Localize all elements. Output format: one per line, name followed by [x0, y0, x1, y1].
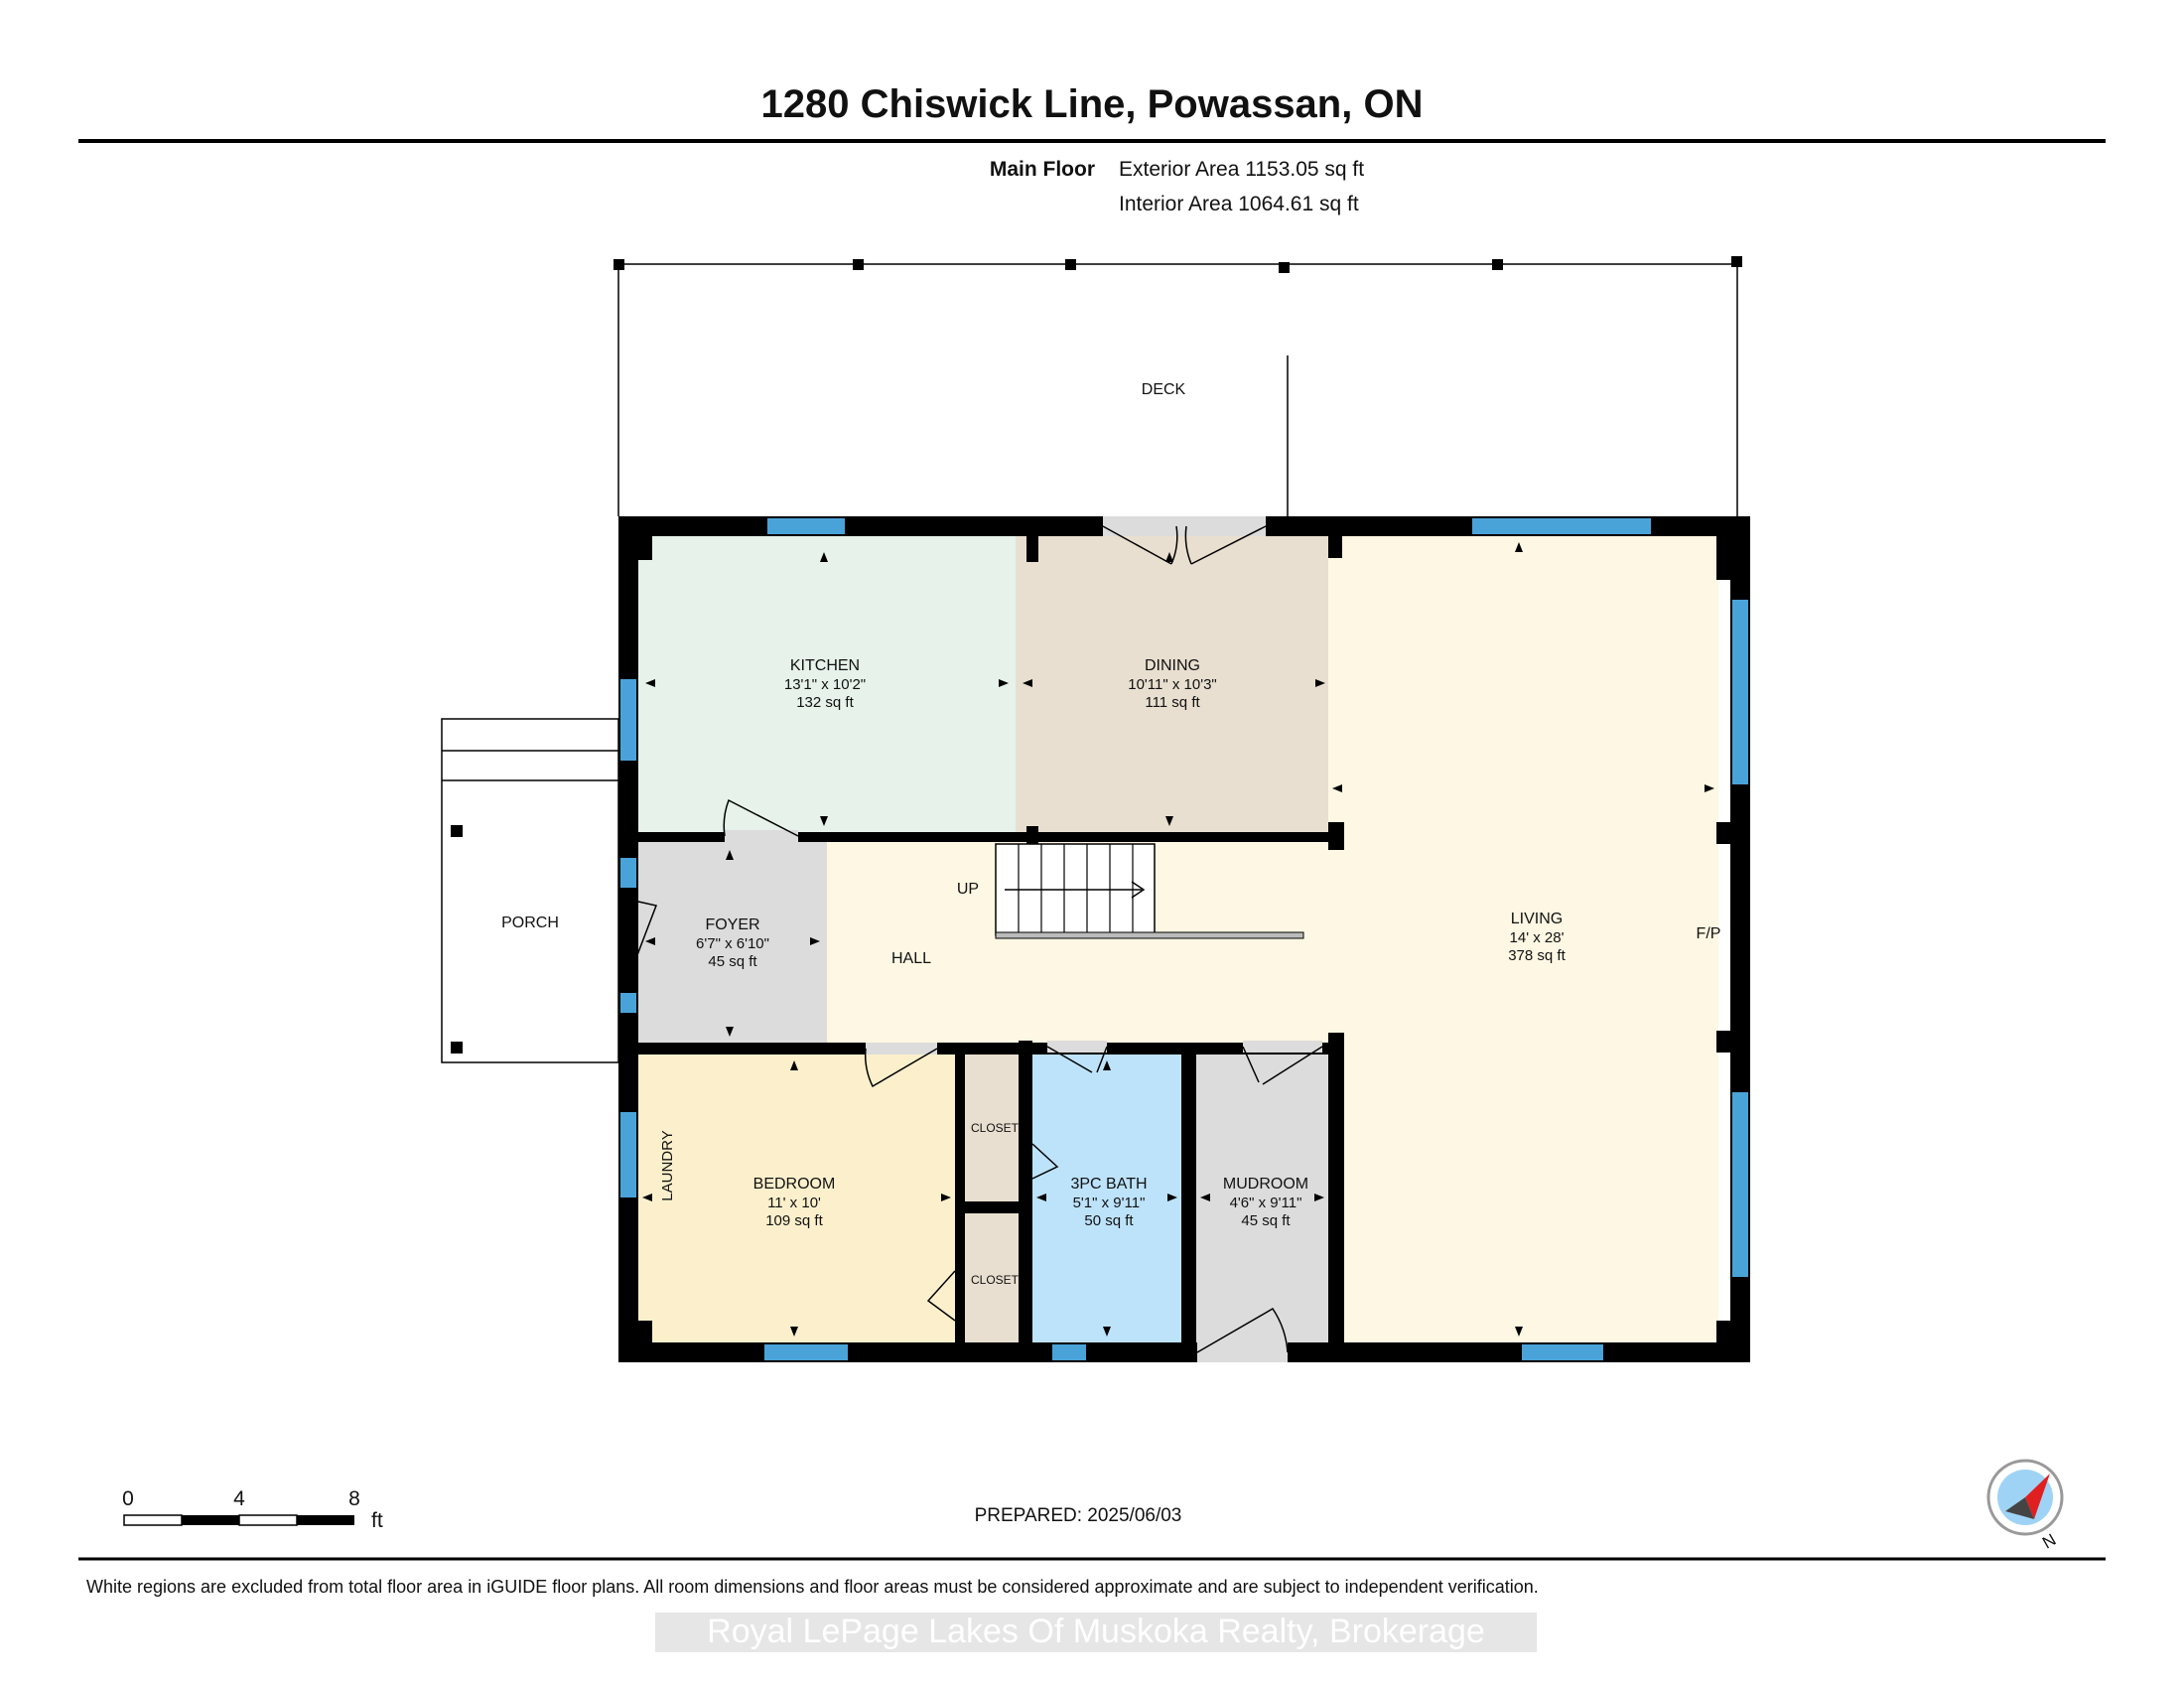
scale-tick-4: 4: [233, 1487, 245, 1510]
living-name: LIVING: [1511, 911, 1563, 927]
room-bath: 3PC BATH 5'1" x 9'11" 50 sq ft: [1070, 1176, 1147, 1229]
bedroom-name: BEDROOM: [753, 1176, 836, 1193]
closet-lower-fill: [965, 1213, 1019, 1342]
scale-tick-0: 0: [122, 1487, 134, 1510]
footer-disclaimer: White regions are excluded from total fl…: [86, 1577, 1539, 1597]
bedroom-dims: 11' x 10': [767, 1195, 821, 1211]
stairs: UP: [957, 843, 1304, 939]
scale-unit: ft: [371, 1509, 383, 1532]
room-kitchen: KITCHEN 13'1" x 10'2" 132 sq ft: [784, 657, 866, 711]
brokerage-watermark: Royal LePage Lakes Of Muskoka Realty, Br…: [707, 1613, 1485, 1650]
measurement-arrows: [642, 542, 1714, 1336]
foyer-dims: 6'7" x 6'10": [696, 935, 769, 952]
mudroom-fill: [1196, 1055, 1328, 1342]
fireplace-label: F/P: [1697, 925, 1721, 942]
stairs-label: UP: [957, 881, 979, 898]
mudroom-area: 45 sq ft: [1241, 1212, 1291, 1229]
kitchen-fill: [638, 536, 1016, 834]
kitchen-area: 132 sq ft: [796, 694, 854, 711]
foyer-name: FOYER: [705, 916, 759, 933]
deck: DECK: [614, 256, 1742, 516]
bedroom-fill: [636, 1055, 957, 1342]
closet-lower-label: CLOSET: [971, 1273, 1020, 1287]
room-mudroom: MUDROOM 4'6" x 9'11" 45 sq ft: [1223, 1176, 1308, 1229]
bath-fill: [1032, 1055, 1181, 1342]
porch: PORCH: [441, 718, 619, 1063]
mudroom-name: MUDROOM: [1223, 1176, 1308, 1193]
foyer-area: 45 sq ft: [708, 953, 757, 970]
dining-area: 111 sq ft: [1145, 694, 1200, 711]
closet-upper-label: CLOSET: [971, 1121, 1020, 1135]
hall-label: HALL: [891, 950, 931, 967]
room-dining: DINING 10'11" x 10'3" 111 sq ft: [1128, 657, 1217, 711]
foyer-fill: [638, 842, 827, 1043]
bedroom-area: 109 sq ft: [765, 1212, 823, 1229]
laundry-label: LAUNDRY: [659, 1130, 676, 1200]
bath-dims: 5'1" x 9'11": [1073, 1195, 1146, 1211]
windows: [620, 518, 1748, 1360]
brokerage-band: [655, 1613, 1537, 1652]
room-foyer: FOYER 6'7" x 6'10" 45 sq ft: [696, 916, 769, 970]
floor-label: Main Floor: [990, 158, 1095, 181]
dining-dims: 10'11" x 10'3": [1128, 676, 1217, 693]
compass-north-label: N: [2039, 1530, 2059, 1553]
scale-bar: 0 4 8 ft: [122, 1487, 383, 1532]
kitchen-name: KITCHEN: [790, 657, 860, 674]
prepared-date: PREPARED: 2025/06/03: [975, 1505, 1182, 1526]
deck-label: DECK: [1142, 381, 1186, 398]
porch-label: PORCH: [501, 914, 559, 931]
exterior-area: Exterior Area 1153.05 sq ft: [1119, 158, 1364, 181]
mudroom-dims: 4'6" x 9'11": [1230, 1195, 1302, 1211]
closet-upper-fill: [965, 1051, 1019, 1201]
room-living: LIVING 14' x 28' 378 sq ft F/P: [1508, 911, 1720, 964]
interior-area: Interior Area 1064.61 sq ft: [1119, 193, 1359, 215]
kitchen-dims: 13'1" x 10'2": [784, 676, 866, 693]
bath-area: 50 sq ft: [1084, 1212, 1134, 1229]
page-title: 1280 Chiswick Line, Powassan, ON: [761, 82, 1424, 126]
scale-tick-8: 8: [348, 1487, 360, 1510]
dining-name: DINING: [1145, 657, 1200, 674]
doors: [620, 516, 1323, 1362]
living-fill: [1328, 536, 1718, 1342]
compass-icon: N: [1986, 1459, 2064, 1553]
living-area: 378 sq ft: [1508, 947, 1566, 964]
room-bedroom: BEDROOM 11' x 10' 109 sq ft LAUNDRY: [659, 1130, 835, 1229]
dining-fill: [1016, 536, 1328, 834]
living-dims: 14' x 28': [1510, 929, 1565, 946]
bath-name: 3PC BATH: [1070, 1176, 1147, 1193]
